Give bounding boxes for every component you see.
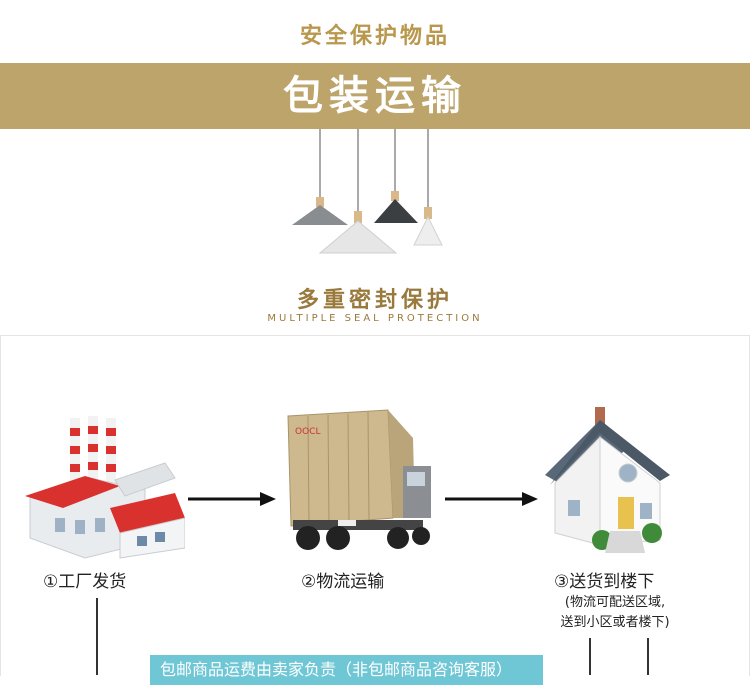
- arrow-right-icon: [445, 492, 538, 506]
- pendant-lamps-image: [292, 129, 443, 254]
- band-title: 包装运输: [283, 72, 467, 119]
- svg-text:OOCL: OOCL: [295, 427, 320, 437]
- house-image: [545, 407, 670, 553]
- connector-line: [96, 598, 98, 675]
- factory-image: [25, 416, 185, 559]
- truck-image: OOCL: [287, 409, 431, 550]
- step-factory-shipment: ①工厂发货: [43, 572, 127, 592]
- seal-subtitle: MULTIPLE SEAL PROTECTION: [267, 313, 483, 324]
- delivery-note-line1: (物流可配送区域,: [564, 595, 666, 610]
- connector-line: [647, 638, 649, 675]
- delivery-note-line2: 送到小区或者楼下): [560, 615, 670, 630]
- connector-line: [589, 638, 591, 675]
- shipping-fee-bar: 包邮商品运费由卖家负责（非包邮商品咨询客服）: [150, 655, 543, 685]
- seal-title: 多重密封保护: [296, 287, 453, 313]
- arrow-right-icon: [188, 492, 276, 506]
- step-logistics: ②物流运输: [301, 572, 385, 592]
- delivery-note: (物流可配送区域, 送到小区或者楼下): [535, 593, 695, 633]
- top-title: 安全保护物品: [299, 23, 450, 49]
- title-band: [0, 63, 750, 129]
- step-delivery: ③送货到楼下: [554, 572, 655, 592]
